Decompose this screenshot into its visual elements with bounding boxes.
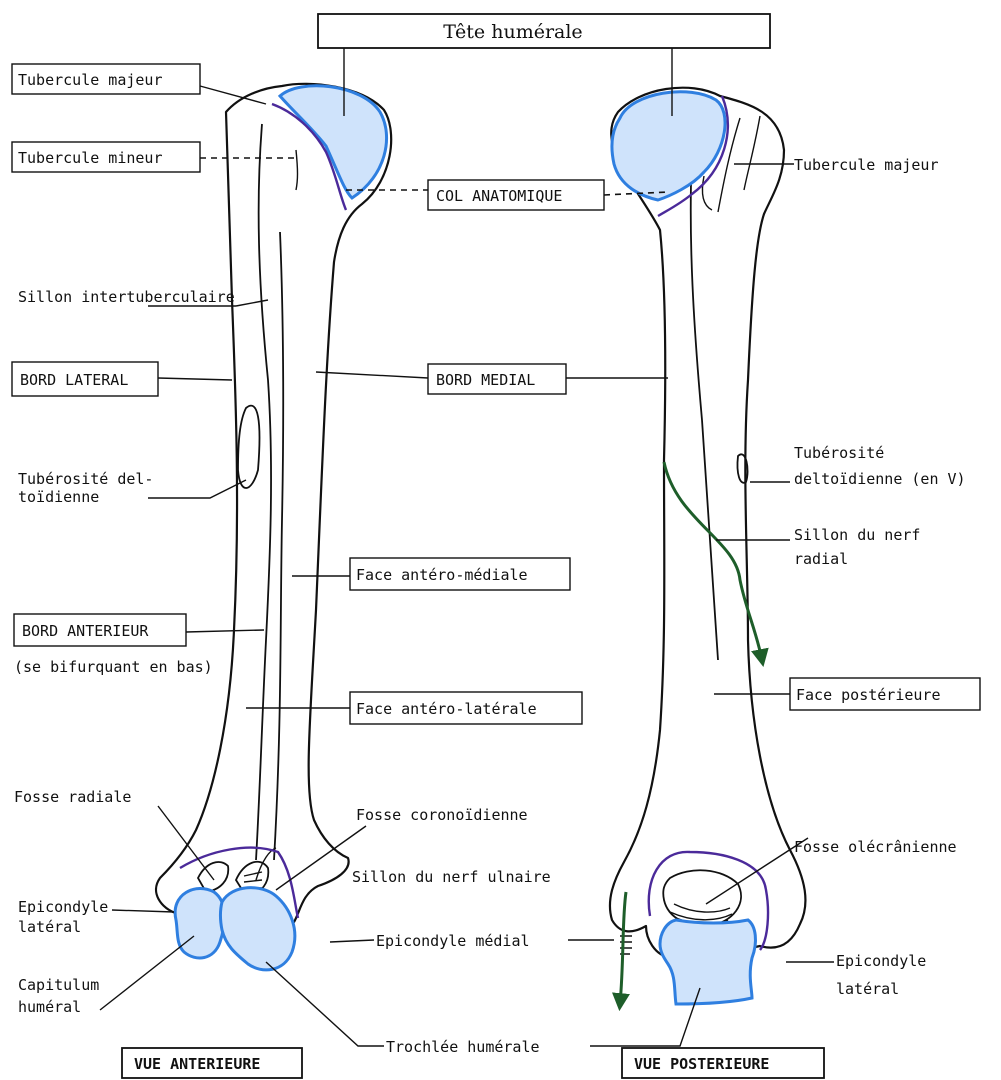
label-bord-anterieur: BORD ANTERIEUR (14, 614, 186, 646)
label-tete-humerale: Tête humérale (318, 14, 770, 48)
capitulum-cartilage (175, 888, 224, 957)
label-col-anatomique: COL ANATOMIQUE (428, 180, 604, 210)
face-antero-mediale-text: Face antéro-médiale (356, 566, 528, 584)
label-vue-anterieure: VUE ANTERIEURE (122, 1048, 302, 1078)
label-face-posterieure: Face postérieure (790, 678, 980, 710)
face-antero-laterale-text: Face antéro-latérale (356, 700, 537, 718)
tuberosite-post-line2: deltoïdienne (en V) (794, 470, 966, 488)
epicondyle-medial-text: Epicondyle médial (376, 932, 530, 950)
sillon-intertuberculaire-text: Sillon intertuberculaire (18, 288, 235, 306)
bord-anterieur-note: (se bifurquant en bas) (14, 658, 213, 676)
face-posterieure-text: Face postérieure (796, 686, 941, 704)
sillon-radial-line1: Sillon du nerf (794, 526, 920, 544)
vue-posterieure-text: VUE POSTERIEURE (634, 1055, 769, 1073)
sillon-radial-line2: radial (794, 550, 848, 568)
tubercule-majeur-post-text: Tubercule majeur (794, 156, 939, 174)
label-vue-posterieure: VUE POSTERIEURE (622, 1048, 824, 1078)
bord-anterieur-text: BORD ANTERIEUR (22, 622, 149, 640)
fosse-olecranienne-text: Fosse olécrânienne (794, 838, 957, 856)
tuberosite-post-line1: Tubérosité (794, 444, 884, 462)
trochlee-humerale-text: Trochlée humérale (386, 1038, 540, 1056)
label-face-antero-mediale: Face antéro-médiale (350, 558, 570, 590)
label-tubercule-majeur-ant: Tubercule majeur (12, 64, 200, 94)
tubercule-majeur-ant-text: Tubercule majeur (18, 71, 163, 89)
sillon-ulnaire-text: Sillon du nerf ulnaire (352, 868, 551, 886)
label-tubercule-mineur: Tubercule mineur (12, 142, 200, 172)
label-bord-lateral: BORD LATERAL (12, 362, 158, 396)
epicondyle-lateral-post-line1: Epicondyle (836, 952, 926, 970)
col-anatomique-text: COL ANATOMIQUE (436, 187, 562, 205)
title-tete-humerale: Tête humérale (443, 21, 582, 43)
fosse-radiale-text: Fosse radiale (14, 788, 131, 806)
label-face-antero-laterale: Face antéro-latérale (350, 692, 582, 724)
tubercule-mineur-text: Tubercule mineur (18, 149, 163, 167)
capitulum-line2: huméral (18, 998, 81, 1016)
tuberosite-ant-line2: toïdienne (18, 488, 99, 506)
bord-lateral-text: BORD LATERAL (20, 371, 128, 389)
tuberosite-ant-line1: Tubérosité del- (18, 470, 153, 488)
capitulum-line1: Capitulum (18, 976, 99, 994)
label-bord-medial: BORD MEDIAL (428, 364, 566, 394)
epicondyle-lateral-post-line2: latéral (836, 980, 899, 998)
epicondyle-lateral-ant-line1: Epicondyle (18, 898, 108, 916)
vue-anterieure-text: VUE ANTERIEURE (134, 1055, 260, 1073)
trochlea-cartilage-posterior (660, 920, 755, 1004)
posterior-humerus (610, 88, 806, 1004)
bord-medial-text: BORD MEDIAL (436, 371, 535, 389)
epicondyle-lateral-ant-line2: latéral (18, 918, 81, 936)
fosse-coronoidienne-text: Fosse coronoïdienne (356, 806, 528, 824)
anterior-humerus (156, 84, 391, 970)
